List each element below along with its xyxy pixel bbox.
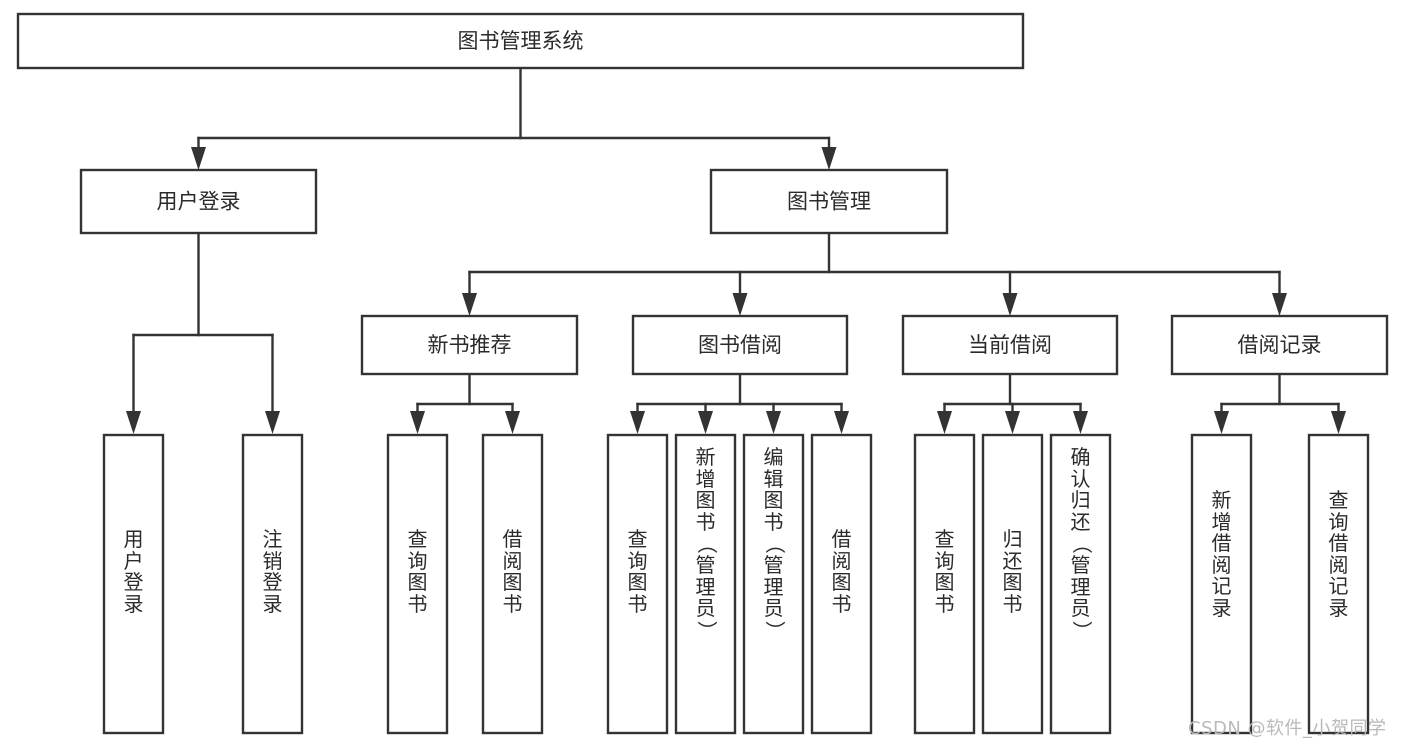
arrowhead-leaf-borrow-book xyxy=(834,411,849,434)
node-leaf-confirm-return-admin-box[interactable] xyxy=(1049,433,1112,735)
arrowhead-leaf-edit-book-admin xyxy=(766,411,781,434)
node-book-management-label: 图书管理 xyxy=(787,190,871,214)
arrowhead-leaf-confirm-return-admin xyxy=(1073,411,1088,434)
node-user-login-box[interactable] xyxy=(79,168,318,235)
arrowhead-leaf-add-book-admin xyxy=(698,411,713,434)
arrowhead-borrow-record xyxy=(1272,293,1287,316)
arrowhead-user-login xyxy=(191,147,206,170)
arrowhead-leaf-logout xyxy=(265,411,280,434)
node-borrow-record-box[interactable] xyxy=(1170,314,1389,376)
node-current-borrow-box[interactable] xyxy=(901,314,1119,376)
arrowhead-leaf-query-book-recommend xyxy=(410,411,425,434)
node-leaf-query-book-current-box[interactable] xyxy=(913,433,976,735)
node-layer: 图书管理系统 用户登录 图书管理 新书推荐 图书借阅 当前借阅 借阅记录 xyxy=(16,12,1389,735)
node-leaf-edit-book-admin-box[interactable] xyxy=(742,433,805,735)
node-leaf-add-borrow-record-box[interactable] xyxy=(1190,433,1253,735)
arrowhead-book-borrow xyxy=(732,293,748,316)
node-leaf-add-book-admin-box[interactable] xyxy=(674,433,737,735)
node-leaf-return-book-box[interactable] xyxy=(981,433,1044,735)
node-root-label: 图书管理系统 xyxy=(458,29,584,53)
arrowhead-leaf-return-book xyxy=(1005,411,1020,434)
arrowhead-leaf-add-borrow-record xyxy=(1214,411,1229,434)
node-book-management-box[interactable] xyxy=(709,168,949,235)
node-current-borrow-label: 当前借阅 xyxy=(968,333,1052,357)
node-leaf-user-login-box[interactable] xyxy=(102,433,165,735)
arrowhead-leaf-borrow-book-recommend xyxy=(505,411,520,434)
arrowhead-leaf-user-login xyxy=(126,411,141,434)
node-leaf-borrow-book-box[interactable] xyxy=(810,433,873,735)
node-root-box[interactable] xyxy=(16,12,1025,70)
arrowhead-leaf-query-book-borrow xyxy=(630,411,645,434)
node-new-book-recommend-box[interactable] xyxy=(360,314,579,376)
node-leaf-borrow-book-recommend-box[interactable] xyxy=(481,433,544,735)
arrowhead-leaf-query-borrow-record xyxy=(1331,411,1346,434)
arrowhead-current-borrow xyxy=(1002,293,1018,316)
watermark-text: CSDN @软件_小贺同学 xyxy=(1188,718,1387,739)
connector-layer xyxy=(126,66,1346,434)
arrowhead-new-book-recommend xyxy=(462,293,477,316)
arrowhead-book-management xyxy=(821,147,837,170)
node-user-login-label: 用户登录 xyxy=(157,190,241,214)
arrowhead-leaf-query-book-current xyxy=(937,411,952,434)
node-book-borrow-box[interactable] xyxy=(631,314,849,376)
node-leaf-query-book-borrow-box[interactable] xyxy=(606,433,669,735)
node-borrow-record-label: 借阅记录 xyxy=(1238,333,1322,357)
node-leaf-query-book-recommend-box[interactable] xyxy=(386,433,449,735)
node-book-borrow-label: 图书借阅 xyxy=(698,333,782,357)
node-leaf-query-borrow-record-box[interactable] xyxy=(1307,433,1370,735)
node-new-book-recommend-label: 新书推荐 xyxy=(428,333,512,357)
node-leaf-logout-box[interactable] xyxy=(241,433,304,735)
